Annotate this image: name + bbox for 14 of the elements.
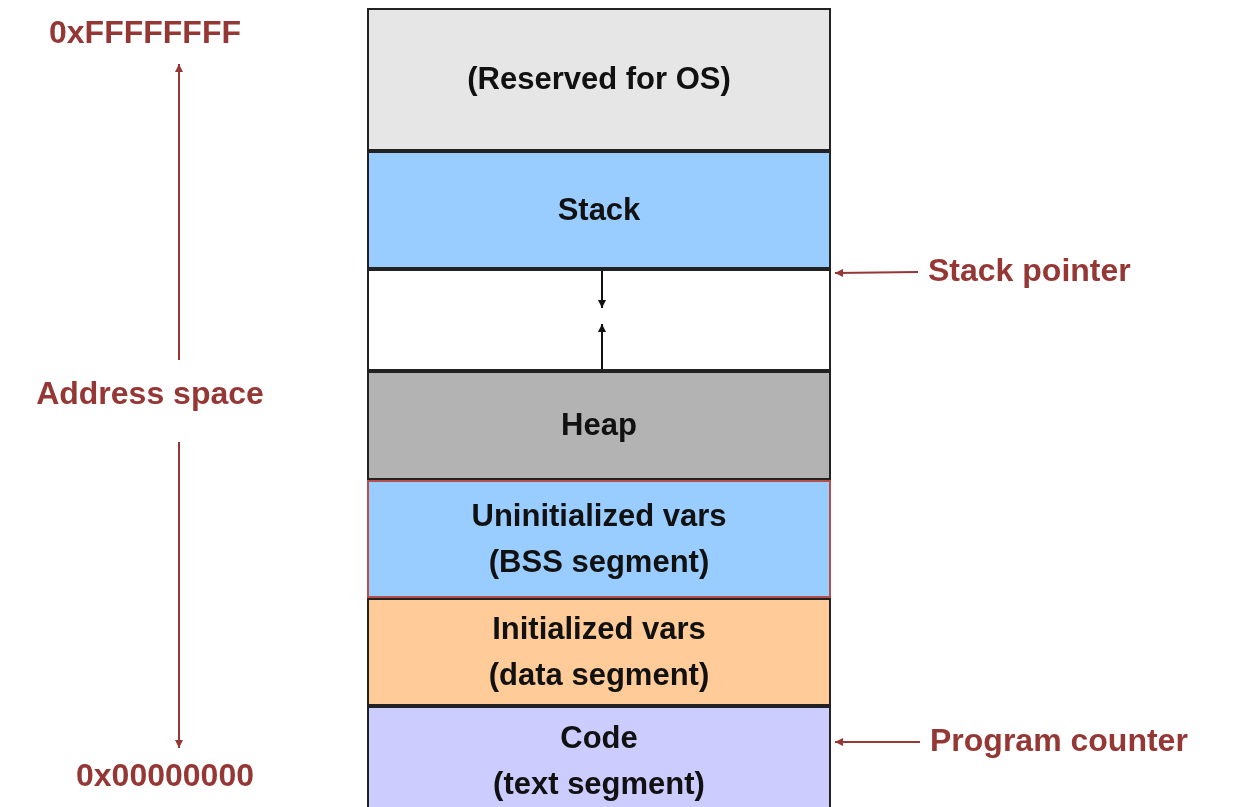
memory-segment: (Reserved for OS) <box>367 8 831 151</box>
arrow <box>834 738 921 746</box>
memory-segment: Heap <box>367 371 831 480</box>
pointer-label: Stack pointer <box>920 250 1190 294</box>
axis-label: Address space <box>35 374 265 413</box>
memory-segment: Stack <box>367 151 831 269</box>
empty-box <box>367 269 831 371</box>
memory-segment: Code (text segment) <box>367 706 831 807</box>
memory-segment: Uninitialized vars (BSS segment) <box>367 480 831 598</box>
arrow <box>834 268 919 277</box>
pointer-label: Program counter <box>922 720 1239 764</box>
memory-segment: Initialized vars (data segment) <box>367 598 831 706</box>
address-label: 0x00000000 <box>75 756 255 795</box>
address-label: 0xFFFFFFFF <box>48 13 242 52</box>
